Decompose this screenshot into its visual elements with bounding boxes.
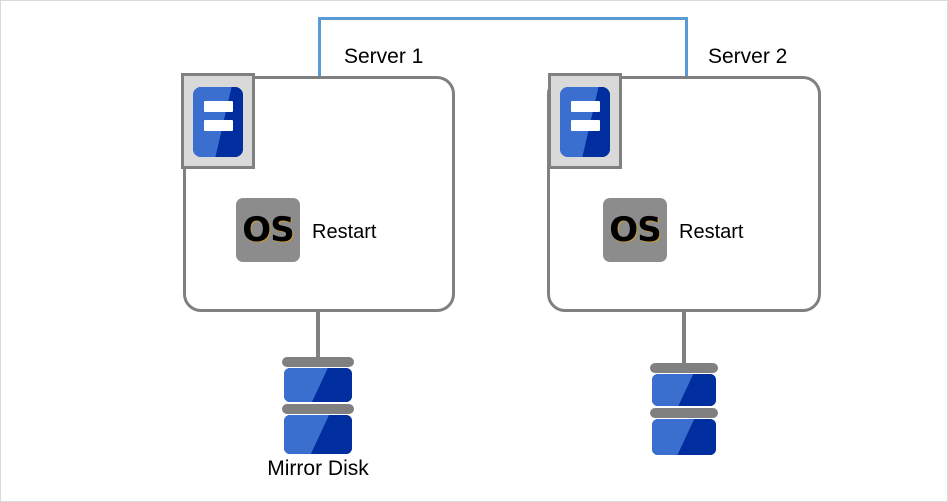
interconnect-link-left-leg [318,17,321,77]
disk-2-plate-middle [650,408,718,418]
server-node-icon-bar-bottom [204,120,233,131]
disk-platter-sheen [284,368,352,402]
disk-platter-sheen [652,419,716,455]
disk-1-platter-lower [284,415,352,454]
os-badge-text: OS [609,210,661,250]
server-node-icon-bar-top [204,101,233,112]
disk-2-platter-lower [652,419,716,455]
interconnect-link-right-leg [685,17,688,77]
server-2-os-badge[interactable]: OS [603,198,667,262]
server-1-node-icon[interactable] [181,73,255,169]
disk-1-platter-upper [284,368,352,402]
disk-2-plate-top [650,363,718,373]
disk-1-plate-middle [282,404,354,414]
server-node-icon-bar-bottom [571,120,600,131]
server-node-icon-body [560,87,610,157]
server-1-restart-label: Restart [312,221,377,243]
disk-platter-sheen [284,415,352,454]
server-2-box[interactable] [547,76,821,312]
server-1-title: Server 1 [344,45,424,68]
server-2-title: Server 2 [708,45,788,68]
disk-1[interactable] [282,357,354,454]
disk-1-plate-top [282,357,354,367]
server-node-icon-body [193,87,243,157]
server-2-node-icon[interactable] [548,73,622,169]
disk-platter-sheen [652,374,716,406]
server-2-restart-label: Restart [679,221,744,243]
os-badge-text: OS [242,210,294,250]
server-1-os-badge[interactable]: OS [236,198,300,262]
server-node-icon-bar-top [571,101,600,112]
disk-2-platter-upper [652,374,716,406]
interconnect-link-horizontal [318,17,688,20]
disk-2[interactable] [650,363,718,455]
server-2-disk-connector [682,311,686,365]
disk-1-label: Mirror Disk [267,457,369,480]
server-1-disk-connector [316,311,320,359]
